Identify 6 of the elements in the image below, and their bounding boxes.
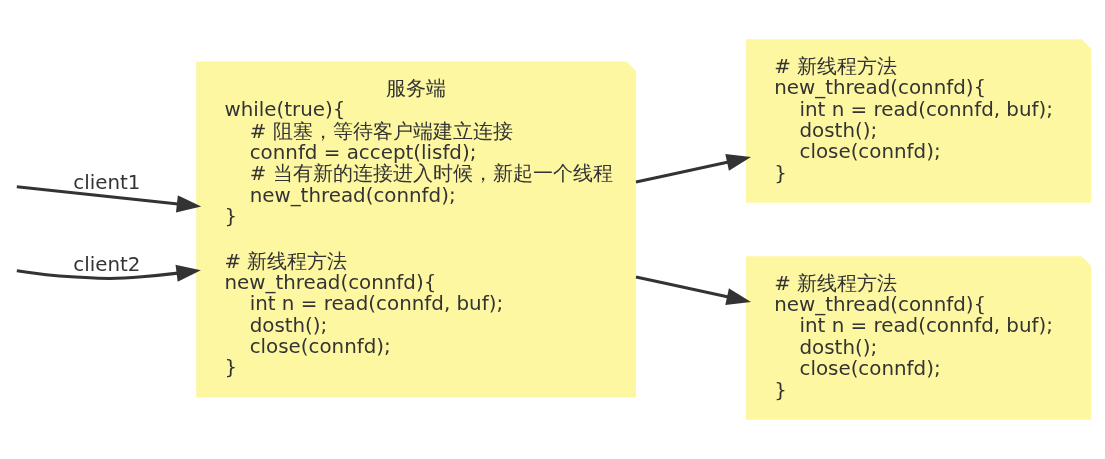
arrow	[635, 153, 752, 184]
arrow	[16, 185, 202, 213]
edge-label: client2	[73, 253, 141, 277]
arrow	[16, 264, 201, 282]
edge-label: client1	[73, 170, 141, 194]
arrow	[635, 275, 752, 306]
